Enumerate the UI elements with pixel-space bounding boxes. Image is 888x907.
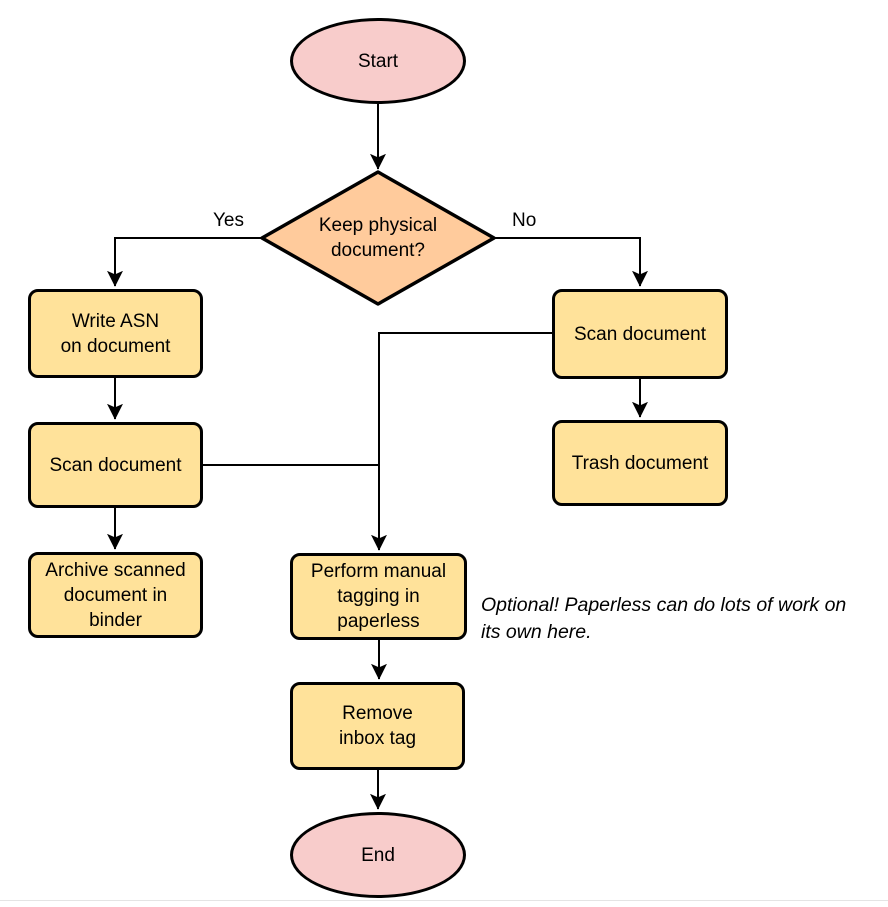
node-scan-document-left-label: Scan document bbox=[49, 454, 182, 476]
node-start-label: Start bbox=[357, 50, 399, 72]
bottom-divider bbox=[0, 900, 888, 901]
node-write-asn: Write ASN on document bbox=[28, 289, 203, 378]
node-remove-inbox-tag-label: Remove inbox tag bbox=[338, 703, 417, 749]
node-decision-label: Keep physical document? bbox=[288, 203, 468, 273]
node-end-label: End bbox=[361, 844, 395, 866]
edge-label-yes: Yes bbox=[211, 210, 246, 232]
node-trash-document: Trash document bbox=[552, 420, 728, 506]
decision-text: Keep physical document? bbox=[318, 215, 438, 261]
node-write-asn-label: Write ASN on document bbox=[60, 310, 171, 357]
node-scan-document-right: Scan document bbox=[552, 289, 728, 379]
node-start: Start bbox=[290, 18, 466, 104]
edge-label-no: No bbox=[510, 210, 539, 232]
node-perform-tagging-label: Perform manual tagging in paperless bbox=[310, 561, 447, 632]
node-end: End bbox=[290, 812, 466, 898]
node-perform-tagging: Perform manual tagging in paperless bbox=[290, 553, 467, 640]
node-trash-document-label: Trash document bbox=[571, 452, 709, 474]
edge-scan-right-to-tagging bbox=[371, 332, 552, 551]
edge-decision-yes-to-write-asn bbox=[107, 237, 262, 287]
optional-note: Optional! Paperless can do lots of work … bbox=[481, 594, 847, 643]
edge-decision-no-to-scan-right bbox=[494, 237, 648, 287]
node-scan-document-left: Scan document bbox=[28, 422, 203, 508]
node-archive-scanned: Archive scanned document in binder bbox=[28, 552, 203, 638]
decision-diamond-shape bbox=[260, 170, 496, 306]
node-archive-scanned-label: Archive scanned document in binder bbox=[45, 559, 186, 631]
node-scan-document-right-label: Scan document bbox=[573, 323, 707, 345]
node-remove-inbox-tag: Remove inbox tag bbox=[290, 682, 465, 770]
